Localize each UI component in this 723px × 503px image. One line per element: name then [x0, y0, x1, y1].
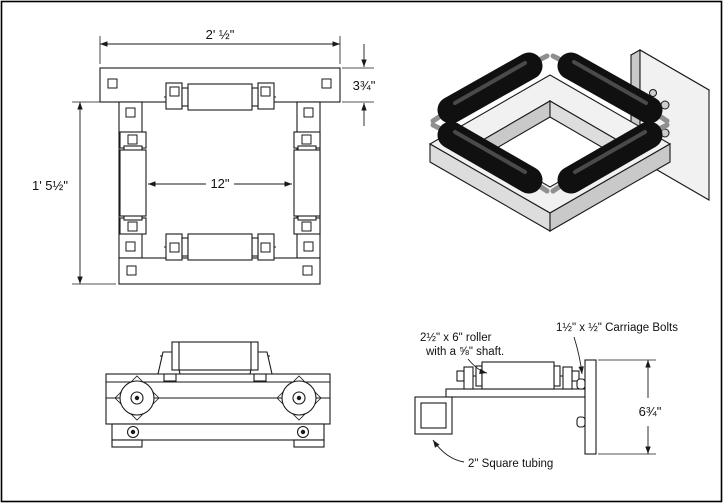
- roller-right: [293, 131, 321, 235]
- isometric-view: [428, 49, 711, 232]
- front-bottom-strip: [111, 423, 325, 441]
- iso-roller-front-right: [557, 121, 663, 194]
- dim-bar-depth-label: 3¾": [353, 78, 376, 93]
- note-carriage-bolts: 1½" x ½" Carriage Bolts: [556, 322, 678, 375]
- top-plan-view: 2' ½" 3¾" 1' 5½" 12": [32, 27, 376, 285]
- note-roller: 2½" x 6" roller with a ⅝" shaft.: [420, 332, 504, 375]
- dim-overall-height-label: 1' 5½": [32, 178, 68, 193]
- leader-roller-note: [467, 358, 488, 375]
- iso-roller-front-left: [437, 121, 543, 194]
- dim-roller-spacing-label: 12": [210, 176, 229, 191]
- iso-roller-back-right: [557, 52, 663, 124]
- iso-roller-back-left: [437, 52, 543, 124]
- note-square-tubing-label: 2" Square tubing: [468, 458, 553, 470]
- dim-overall-height: 1' 5½": [32, 101, 116, 285]
- dim-bar-depth: 3¾": [342, 44, 376, 126]
- note-roller-line2: with a ⅝" shaft.: [425, 346, 504, 358]
- leader-carriage-bolts: [573, 336, 584, 375]
- plate-bolt-top: [649, 89, 657, 97]
- detail-square-tube: [414, 396, 453, 435]
- roller-back: [164, 82, 276, 111]
- note-roller-line1: 2½" x 6" roller: [420, 332, 492, 344]
- note-carriage-bolts-label: 1½" x ½" Carriage Bolts: [556, 322, 678, 334]
- roller-front: [164, 233, 276, 261]
- front-roller-top: [157, 341, 273, 382]
- front-side-roller-left: [114, 375, 160, 421]
- front-bottom-bolts: [126, 425, 310, 439]
- front-foot-right: [293, 439, 325, 448]
- front-side-roller-right: [276, 375, 322, 421]
- frame-front-right-face: [549, 143, 671, 232]
- side-detail-view: 6¾" 2½" x 6" roller with a ⅝" shaft. 1½"…: [414, 322, 678, 470]
- iso-shaft-stubs: [430, 53, 670, 194]
- front-elevation-view: [105, 341, 331, 448]
- detail-roller: [456, 361, 580, 390]
- iso-rollers: [437, 52, 663, 194]
- detail-mount-strip: [445, 388, 586, 398]
- roller-left: [119, 131, 147, 235]
- note-square-tubing: 2" Square tubing: [432, 439, 553, 470]
- detail-mounting-plate: [584, 359, 597, 455]
- dim-roller-spacing: 12": [148, 176, 292, 191]
- leader-square-tubing: [432, 439, 465, 463]
- dim-plate-height: 6¾": [598, 359, 662, 455]
- front-foot-left: [111, 439, 143, 448]
- dim-overall-width-label: 2' ½": [206, 27, 235, 42]
- dim-plate-height-label: 6¾": [639, 404, 662, 419]
- dim-overall-width: 2' ½": [99, 27, 341, 64]
- detail-carriage-bolt-bottom: [576, 416, 586, 428]
- detail-carriage-bolt-top: [576, 378, 586, 390]
- frame-bolt-holes: [107, 78, 332, 276]
- frame-bottom-bar: [118, 257, 321, 285]
